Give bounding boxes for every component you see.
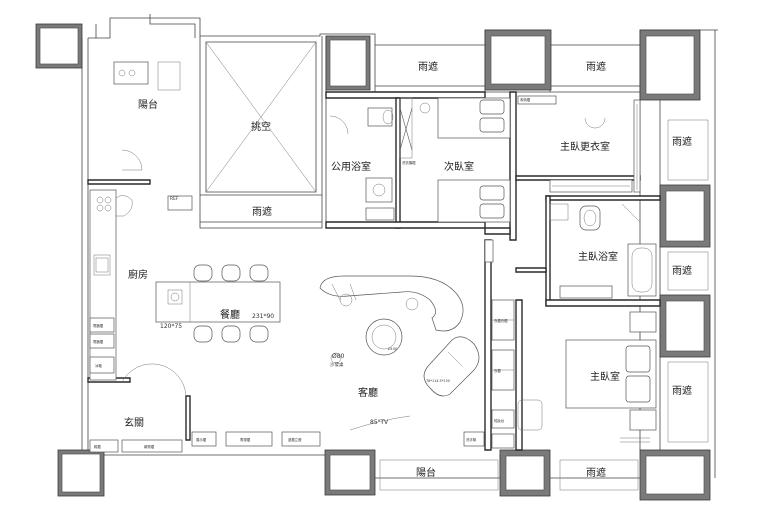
label-rain-right-2: 雨遮 <box>672 264 692 277</box>
label-master-closet: 主臥更衣室 <box>560 140 610 153</box>
label-cab-1: 電器櫃 <box>93 323 104 328</box>
label-master-bath: 主臥浴室 <box>578 250 618 263</box>
interior-walls <box>87 91 661 451</box>
balcony-top <box>113 61 181 171</box>
master-closet-fixtures <box>517 95 641 193</box>
label-display-cab: 展示櫃 <box>196 437 207 442</box>
label-entrance: 玄關 <box>124 416 144 429</box>
label-sink-cab: 洗手檯 <box>466 437 477 442</box>
label-second-bedroom: 次臥室 <box>444 160 474 173</box>
label-coffee-table-sub: 沙發桌 <box>330 361 344 368</box>
public-bath-fixtures <box>329 97 413 221</box>
label-living: 客廳 <box>358 386 378 399</box>
label-tv: 85"TV <box>370 419 389 426</box>
room-labels: 陽台 挑空 雨遮 雨遮 雨遮 公用浴室 次臥室 主臥更衣室 主臥浴室 主臥室 雨… <box>124 60 692 479</box>
label-storage: 收納櫃 <box>520 97 531 102</box>
label-coffee-table: Ø80 <box>332 353 345 360</box>
label-round-table: Ø100 <box>388 346 397 351</box>
master-bedroom-fixtures <box>517 311 657 443</box>
second-bedroom-fixtures <box>419 97 511 223</box>
master-bath-fixtures <box>549 203 657 299</box>
label-rain-right-3: 雨遮 <box>672 384 692 397</box>
label-closet: 衣櫃衣櫃 <box>494 318 508 323</box>
rain-cover-boxes <box>379 119 709 491</box>
label-master-bedroom: 主臥室 <box>590 370 620 383</box>
label-island-size: 120*75 <box>160 323 182 330</box>
label-rain-top-mid: 雨遮 <box>418 60 438 73</box>
fixture-labels: REF 231*90 120*75 Ø80 沙發桌 Ø100 76*114.5*… <box>93 97 531 449</box>
label-rain-top-right: 雨遮 <box>586 60 606 73</box>
outer-walls <box>59 14 718 479</box>
label-dresser: 梳妝台 <box>494 418 505 423</box>
label-public-bath: 公用浴室 <box>331 160 371 173</box>
kitchen-fixtures <box>89 189 281 397</box>
label-storage-cab: 雜物櫃 <box>144 444 155 449</box>
corridor-cabinets <box>484 239 515 449</box>
label-sofa-info: 76*114.5*150 <box>426 379 450 383</box>
label-shower: 洗衣機櫃 <box>402 160 416 165</box>
columns <box>35 23 711 501</box>
label-kitchen: 廚房 <box>128 268 148 281</box>
label-side-cab: 邊櫃立燈 <box>288 437 302 442</box>
living-fixtures <box>89 275 485 453</box>
label-tv-cab: 電視櫃 <box>240 437 251 442</box>
label-table-size: 231*90 <box>252 313 274 320</box>
label-cab-3: 冰箱 <box>95 363 102 368</box>
label-shoe-cab: 鞋櫃 <box>94 444 101 449</box>
label-rain-top-left: 雨遮 <box>252 205 272 218</box>
label-rain-right-1: 雨遮 <box>672 135 692 148</box>
label-balcony-bottom: 陽台 <box>416 466 436 479</box>
label-wardrobe: 衣櫃 <box>494 368 501 373</box>
label-dining: 餐廳 <box>220 308 240 321</box>
label-rain-bottom: 雨遮 <box>586 466 606 479</box>
label-ref: REF <box>170 196 179 202</box>
label-balcony-top: 陽台 <box>138 98 158 111</box>
label-cab-2: 電器櫃 <box>93 339 104 344</box>
label-void: 挑空 <box>251 120 271 133</box>
